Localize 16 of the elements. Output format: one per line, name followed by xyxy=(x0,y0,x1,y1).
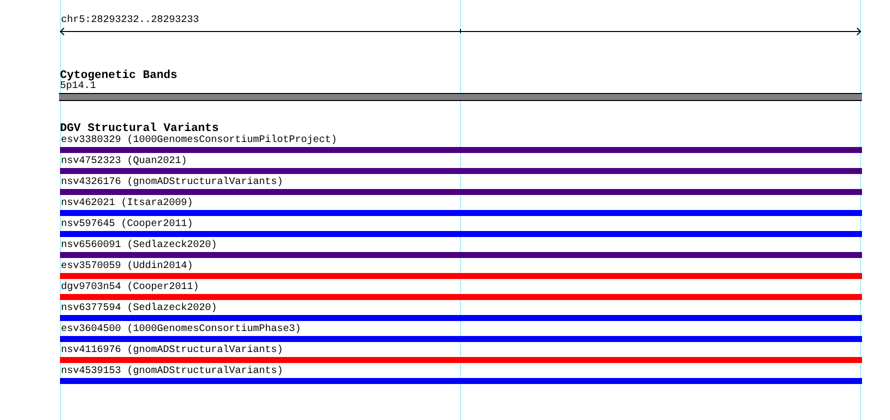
variant-label: nsv6377594 (Sedlazeck2020) xyxy=(61,303,218,315)
variant-label: nsv597645 (Cooper2011) xyxy=(61,219,194,231)
variant-label: nsv4116976 (gnomADStructuralVariants) xyxy=(61,345,284,357)
variant-label: nsv4752323 (Quan2021) xyxy=(61,156,188,168)
coordinate-label: chr5:28293232..28293233 xyxy=(61,15,200,27)
band-label: 5p14.1 xyxy=(60,81,96,93)
variant-label: esv3604500 (1000GenomesConsortiumPhase3) xyxy=(61,324,302,336)
variant-label: esv3380329 (1000GenomesConsortiumPilotProject) xyxy=(61,135,338,147)
variant-label: nsv4539153 (gnomADStructuralVariants) xyxy=(61,366,284,378)
variant-label: nsv6560091 (Sedlazeck2020) xyxy=(61,240,218,252)
variant-label: nsv4326176 (gnomADStructuralVariants) xyxy=(61,177,284,189)
track-heading: DGV Structural Variants xyxy=(60,122,219,135)
variant-label: esv3570059 (Uddin2014) xyxy=(61,261,194,273)
variant-label: nsv462021 (Itsara2009) xyxy=(61,198,194,210)
track-heading: Cytogenetic Bands xyxy=(60,69,178,82)
variant-label: dgv9703n54 (Cooper2011) xyxy=(61,282,200,294)
